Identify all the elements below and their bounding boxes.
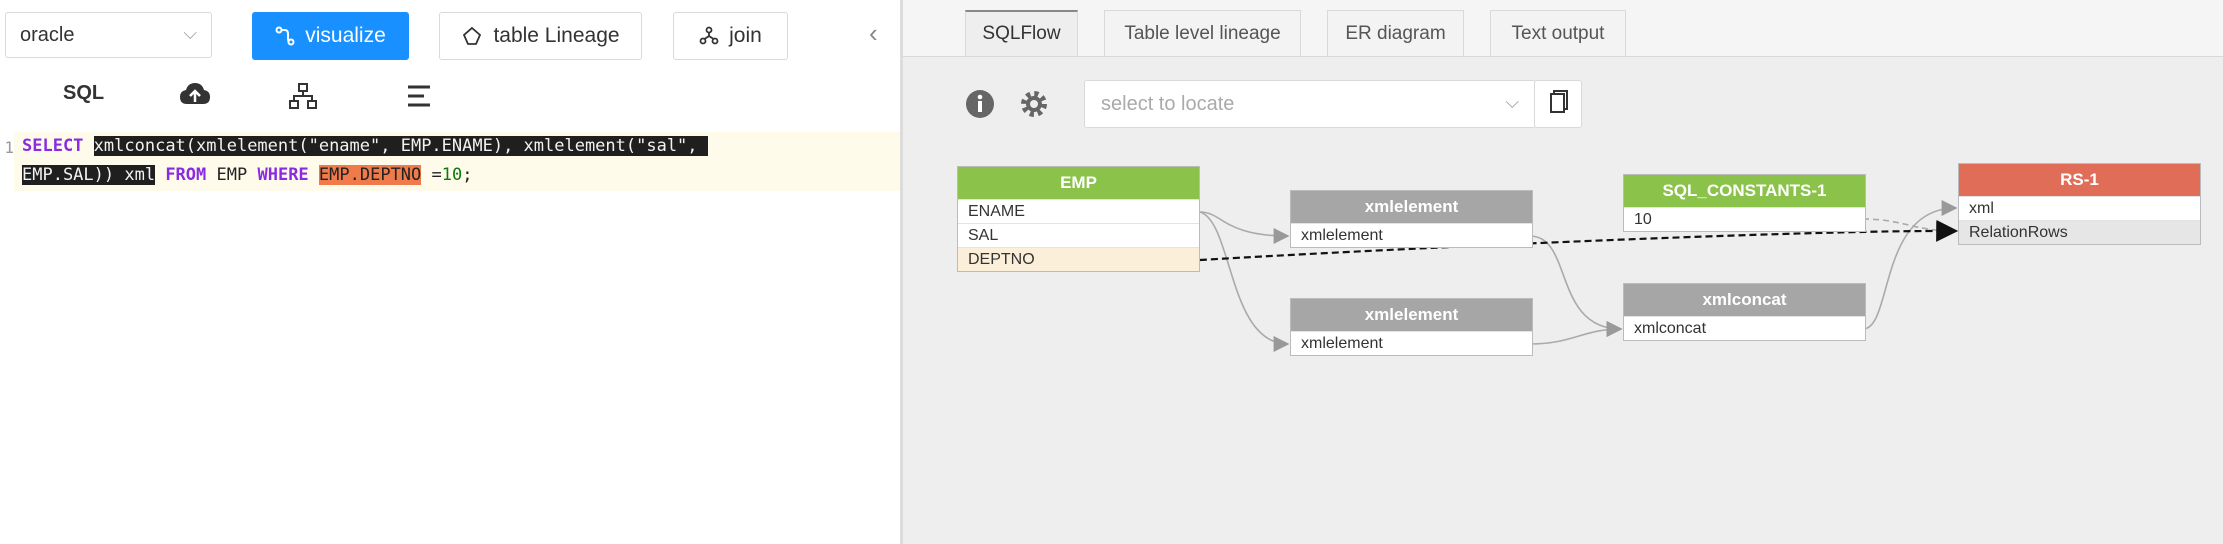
node-xmlelement-2-title: xmlelement (1291, 299, 1532, 331)
node-rs-1-col[interactable]: xml (1959, 196, 2200, 220)
node-xmlelement-2[interactable]: xmlelement xmlelement (1290, 298, 1533, 356)
join-icon (699, 26, 719, 45)
node-emp-title: EMP (958, 167, 1199, 199)
locate-select[interactable]: select to locate ⌵ (1084, 80, 1536, 128)
chevron-down-icon: ⌵ (1505, 92, 1519, 112)
tab-bar: SQLFlow Table level lineage ER diagram T… (903, 0, 2223, 57)
chevron-down-icon: ⌵ (183, 23, 197, 43)
lineage-edges (1199, 200, 1959, 352)
code-editor[interactable]: 1 SELECT xmlconcat(xmlelement("ename", E… (0, 128, 900, 544)
node-rs-1-col[interactable]: RelationRows (1959, 220, 2200, 244)
selected-text-2: EMP.SAL)) xml (22, 165, 156, 185)
tab-er-diagram[interactable]: ER diagram (1327, 10, 1464, 56)
node-sql-constants-title: SQL_CONSTANTS-1 (1624, 175, 1865, 207)
node-emp-col[interactable]: SAL (958, 223, 1199, 247)
tab-text-output[interactable]: Text output (1490, 10, 1626, 56)
flow-icon (275, 26, 295, 46)
collapse-panel-icon[interactable]: ‹ (869, 18, 878, 48)
node-xmlelement-2-col[interactable]: xmlelement (1291, 331, 1532, 355)
node-xmlelement-1-title: xmlelement (1291, 191, 1532, 223)
tab-sqlflow[interactable]: SQLFlow (965, 10, 1078, 56)
format-align-icon[interactable] (405, 82, 433, 110)
node-rs-1-title: RS-1 (1959, 164, 2200, 196)
node-sql-constants-col[interactable]: 10 (1624, 207, 1865, 231)
node-xmlconcat-title: xmlconcat (1624, 284, 1865, 316)
sqlflow-panel: SQLFlow Table level lineage ER diagram T… (903, 0, 2223, 544)
info-icon[interactable] (965, 89, 995, 119)
locate-placeholder: select to locate (1101, 93, 1235, 115)
sql-tab[interactable]: SQL (63, 82, 105, 104)
table-lineage-button[interactable]: table Lineage (439, 12, 642, 60)
lineage-icon (463, 26, 482, 45)
node-emp-col[interactable]: ENAME (958, 199, 1199, 223)
editor-toolbar: SQL (0, 74, 900, 124)
keyword-where: WHERE (257, 165, 309, 185)
join-label: join (729, 24, 762, 47)
sql-code: SELECT xmlconcat(xmlelement("ename", EMP… (22, 132, 708, 190)
selected-text-1: xmlconcat(xmlelement("ename", EMP.ENAME)… (93, 136, 708, 156)
db-vendor-select[interactable]: oracle ⌵ (5, 12, 212, 58)
highlighted-column: EMP.DEPTNO (318, 165, 422, 185)
gear-icon[interactable] (1019, 89, 1049, 119)
hierarchy-icon[interactable] (288, 82, 318, 110)
table-lineage-label: table Lineage (493, 24, 620, 47)
node-xmlelement-1[interactable]: xmlelement xmlelement (1290, 190, 1533, 248)
keyword-from: FROM (165, 165, 207, 185)
node-xmlconcat-col[interactable]: xmlconcat (1624, 316, 1865, 340)
table-name: EMP (216, 165, 248, 185)
line-number: 1 (4, 138, 14, 157)
node-emp[interactable]: EMP ENAME SAL DEPTNO (957, 166, 1200, 272)
node-emp-col[interactable]: DEPTNO (958, 247, 1199, 271)
panel-divider[interactable] (900, 0, 903, 544)
node-rs-1[interactable]: RS-1 xml RelationRows (1958, 163, 2201, 245)
upload-cloud-icon[interactable] (178, 80, 212, 108)
statement-end: ; (462, 165, 473, 185)
node-xmlconcat[interactable]: xmlconcat xmlconcat (1623, 283, 1866, 341)
node-sql-constants[interactable]: SQL_CONSTANTS-1 10 (1623, 174, 1866, 232)
join-button[interactable]: join (673, 12, 788, 60)
copy-icon (1550, 90, 1568, 113)
keyword-select: SELECT (22, 136, 84, 156)
number-literal: 10 (441, 165, 463, 185)
sql-editor-panel: oracle ⌵ visualize table Lineage join ‹ … (0, 0, 900, 544)
copy-button[interactable] (1534, 80, 1582, 128)
tab-table-level-lineage[interactable]: Table level lineage (1104, 10, 1301, 56)
db-vendor-value: oracle (20, 24, 75, 46)
visualize-button[interactable]: visualize (252, 12, 409, 60)
node-xmlelement-1-col[interactable]: xmlelement (1291, 223, 1532, 247)
operator: = (431, 165, 442, 185)
visualize-label: visualize (305, 24, 386, 47)
